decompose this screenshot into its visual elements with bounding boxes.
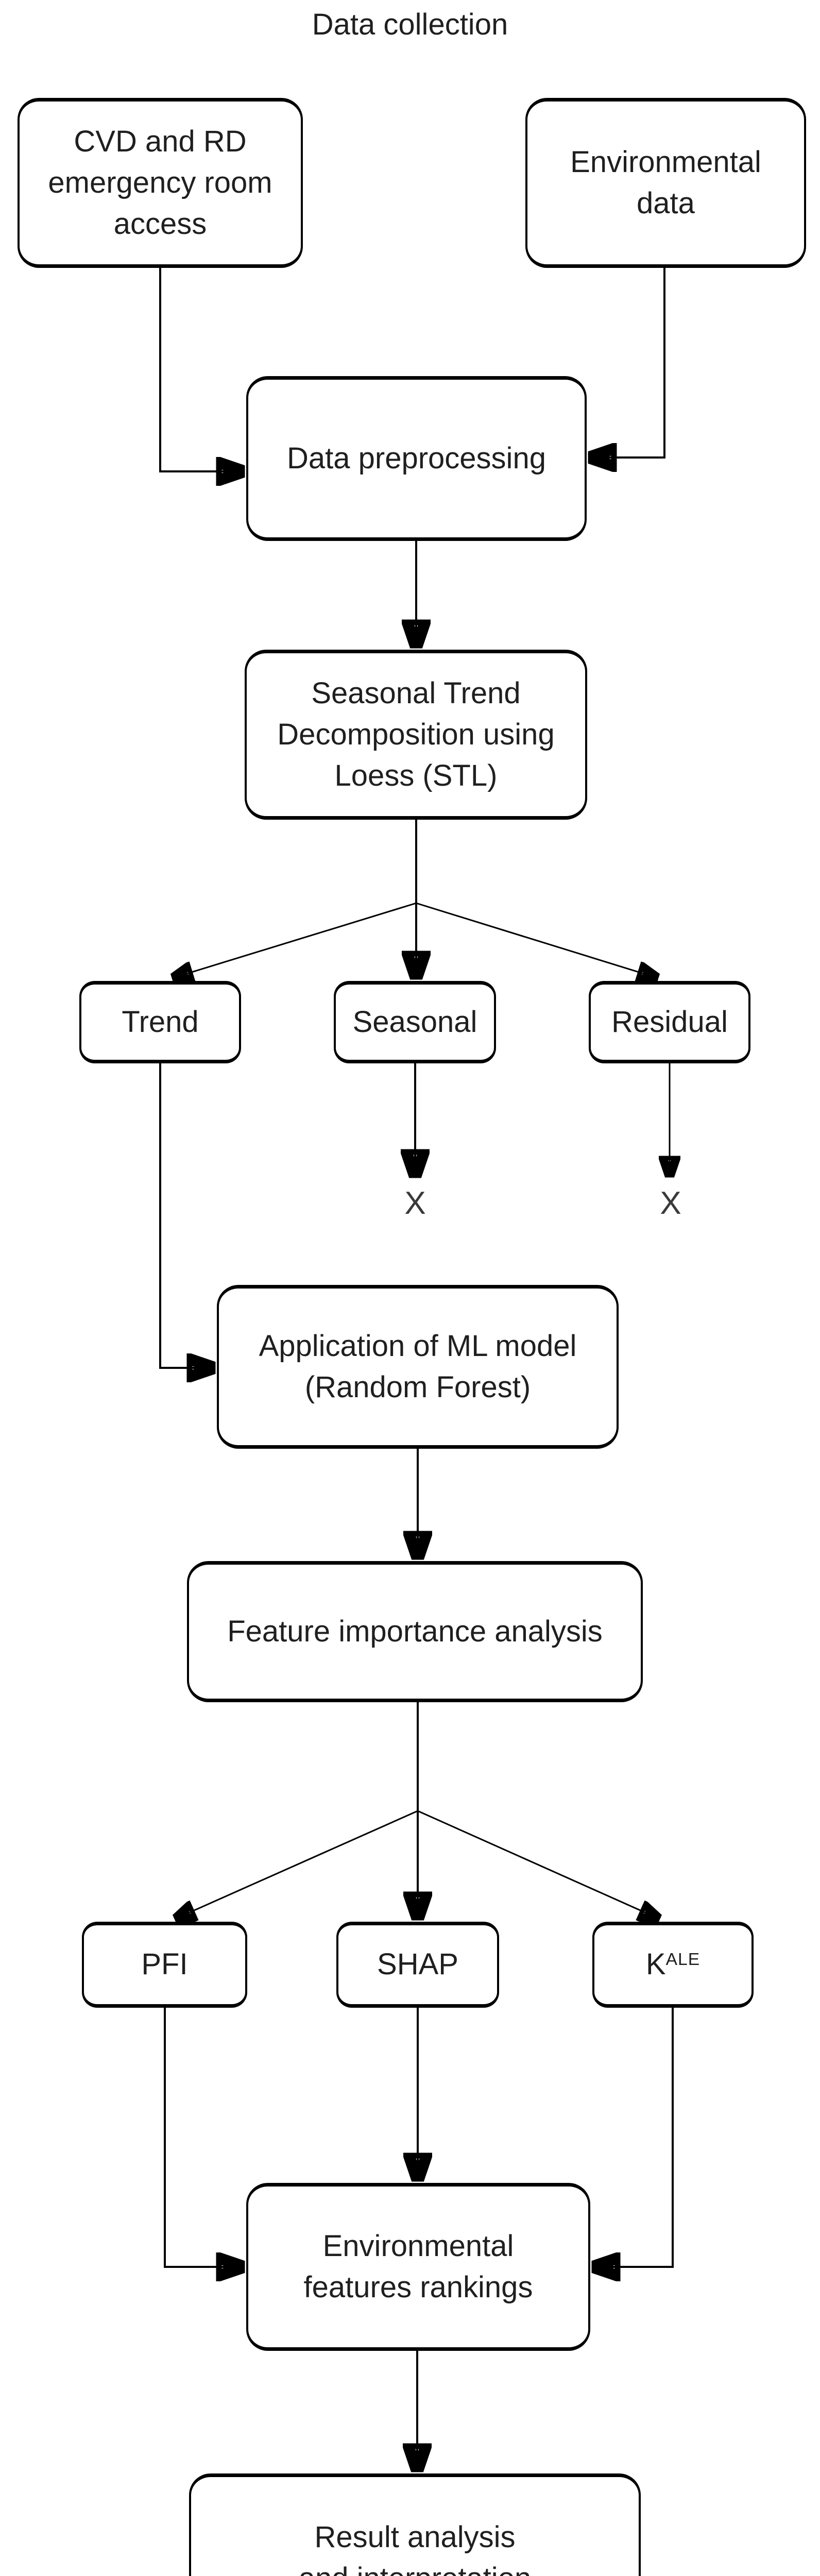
diagram-title: Data collection <box>312 8 508 41</box>
node-seasonal: Seasonal <box>334 981 496 1063</box>
node-data-preprocessing: Data preprocessing <box>246 376 587 541</box>
connector-pfi-to-rankings <box>164 2008 243 2267</box>
seasonal-discard-x-mark: X <box>404 1185 426 1221</box>
node-ml-model-random-forest: Application of ML model (Random Forest) <box>217 1285 619 1449</box>
connector-trend-to-ml-model <box>159 1063 214 1368</box>
connector-stl-branch-to-trend <box>173 902 417 978</box>
node-result-analysis-interpretation: Result analysis and interpretation <box>189 2473 641 2576</box>
node-kale: KALE <box>592 1922 754 2008</box>
node-environmental-data: Environmental data <box>525 98 806 268</box>
node-pfi: PFI <box>82 1922 247 2008</box>
node-residual: Residual <box>589 981 750 1063</box>
node-stl-decomposition: Seasonal Trend Decomposition using Loess… <box>245 650 587 820</box>
kale-label: KALE <box>645 1947 701 1981</box>
node-shap: SHAP <box>336 1922 499 2008</box>
connector-branch-to-pfi <box>176 1810 418 1919</box>
connector-environmental-to-preprocessing <box>590 268 665 457</box>
node-feature-importance-analysis: Feature importance analysis <box>187 1561 643 1702</box>
connector-stl-branch-to-residual <box>416 902 657 978</box>
kale-superscript: ALE <box>665 1950 701 1969</box>
connector-kale-to-rankings <box>593 2008 674 2267</box>
connector-branch-to-kale <box>417 1810 659 1919</box>
node-trend: Trend <box>79 981 241 1063</box>
node-cvd-rd-emergency-room-access: CVD and RD emergency room access <box>18 98 303 268</box>
connector-cvd-to-preprocessing <box>159 268 243 471</box>
residual-discard-x-mark: X <box>660 1185 681 1221</box>
node-environmental-features-rankings: Environmental features rankings <box>246 2183 590 2351</box>
